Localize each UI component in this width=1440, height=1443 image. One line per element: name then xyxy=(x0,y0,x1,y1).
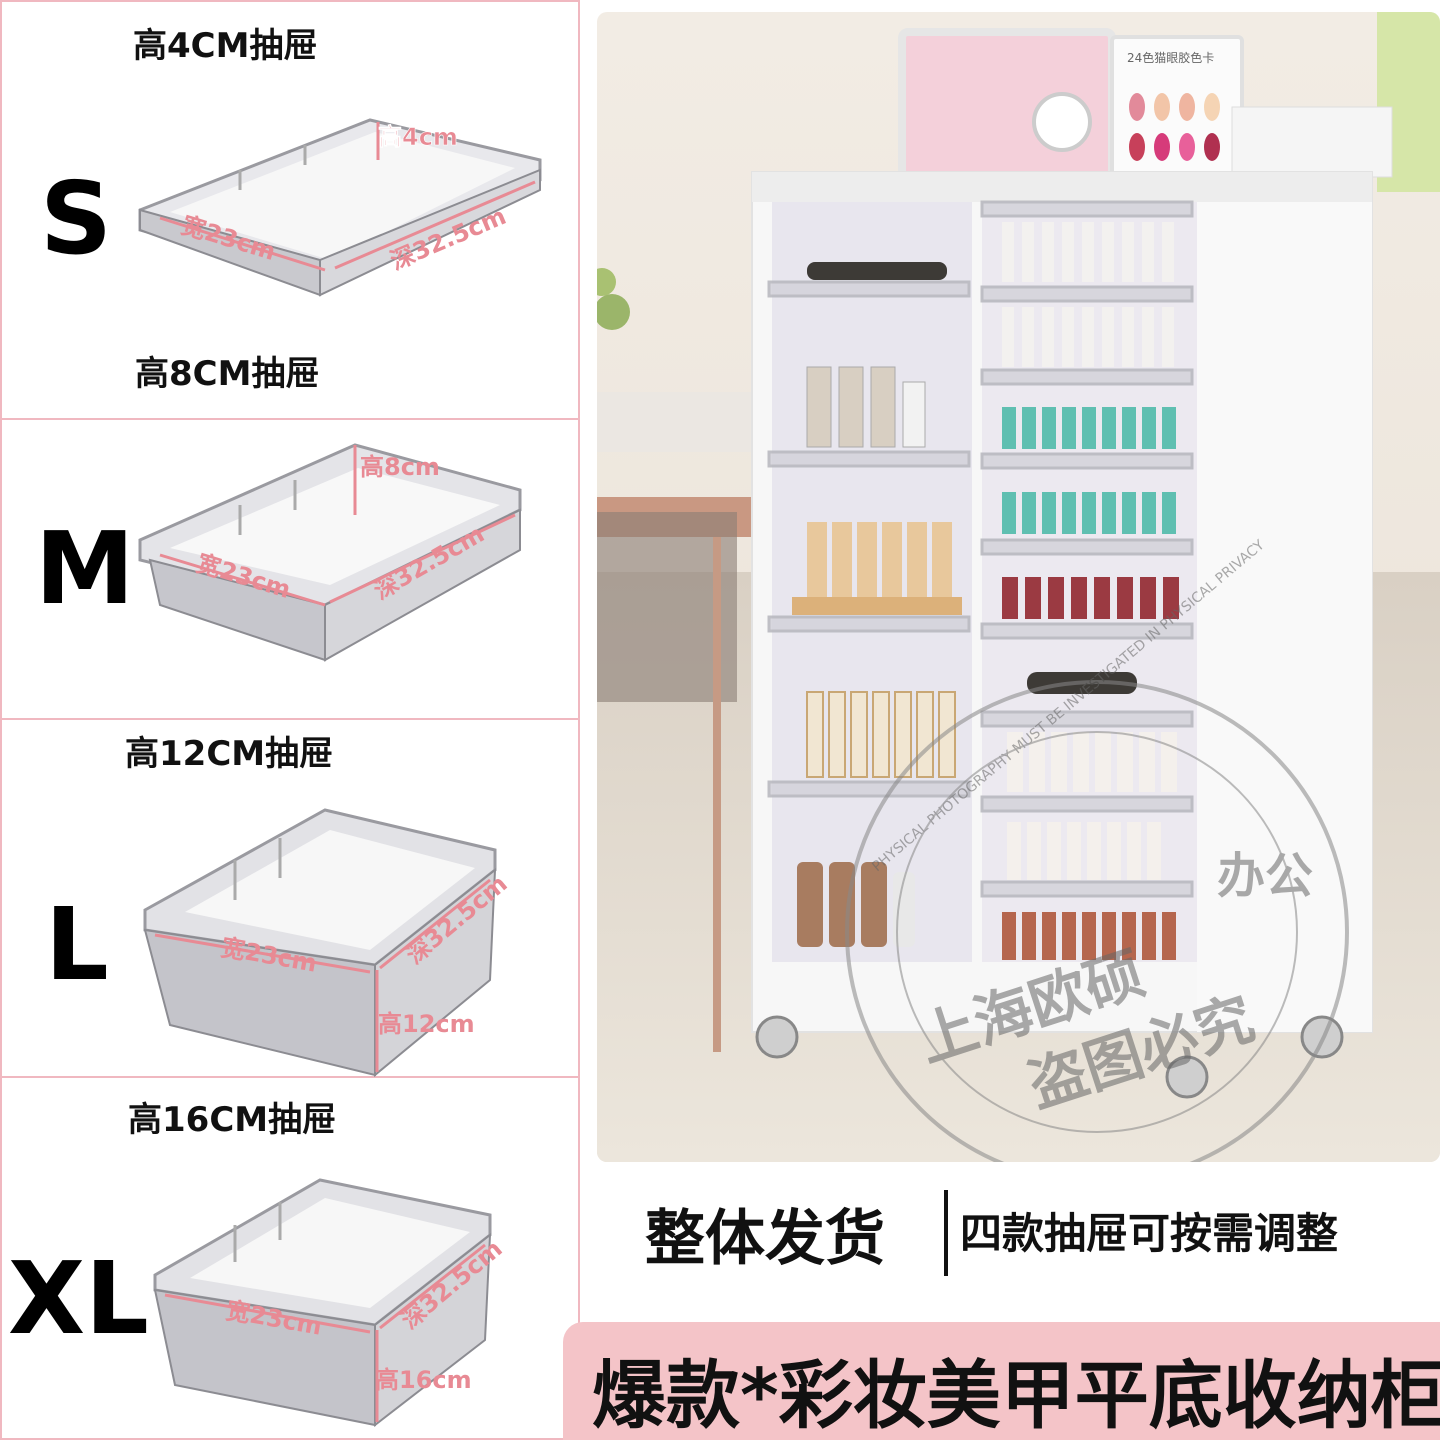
drawer-s-size-label: S xyxy=(40,160,113,277)
tagline-adjustable-drawers: 四款抽屉可按需调整 xyxy=(960,1209,1339,1258)
drawer-l-height-label: 高12cm xyxy=(378,1010,475,1038)
nail-color-card-title: 24色猫眼胶色卡 xyxy=(1127,50,1214,65)
drawer-s-illustration: 高4cm 宽23cm 深32.5cm xyxy=(138,118,542,297)
drawer-m-size-label: M xyxy=(35,510,135,627)
drawer-m-illustration: 高8cm 宽23cm 深32.5cm xyxy=(138,443,522,662)
title-banner xyxy=(563,1322,1440,1440)
watermark-side: 办公 xyxy=(1217,848,1313,904)
drawer-m-caption: 高8CM抽屉 xyxy=(135,354,320,394)
drawer-xl-height-label: 高16cm xyxy=(375,1366,472,1394)
tagline-divider xyxy=(944,1190,948,1276)
drawer-m-height-label: 高8cm xyxy=(360,453,440,481)
drawer-xl-size-label: XL xyxy=(8,1240,149,1357)
drawer-xl-caption: 高16CM抽屉 xyxy=(128,1100,337,1140)
drawer-l-caption: 高12CM抽屉 xyxy=(125,734,334,774)
product-photo: 24色猫眼胶色卡 xyxy=(597,12,1440,1162)
caster-wheels xyxy=(755,1015,1344,1099)
drawer-l-size-label: L xyxy=(45,886,109,1003)
title-banner-text: 爆款*彩妆美甲平底收纳柜 xyxy=(592,1353,1440,1439)
tagline-whole-shipping: 整体发货 xyxy=(645,1204,885,1274)
cabinet-scene: 24色猫眼胶色卡 xyxy=(597,12,1440,1162)
drawer-s-caption: 高4CM抽屉 xyxy=(133,26,318,66)
drawer-s-height-label: 高4cm xyxy=(378,123,458,151)
drawer-l-illustration: 宽23cm 深32.5cm 高12cm xyxy=(143,808,513,1078)
drawer-xl-illustration: 宽23cm 深32.5cm 高16cm xyxy=(153,1178,508,1428)
